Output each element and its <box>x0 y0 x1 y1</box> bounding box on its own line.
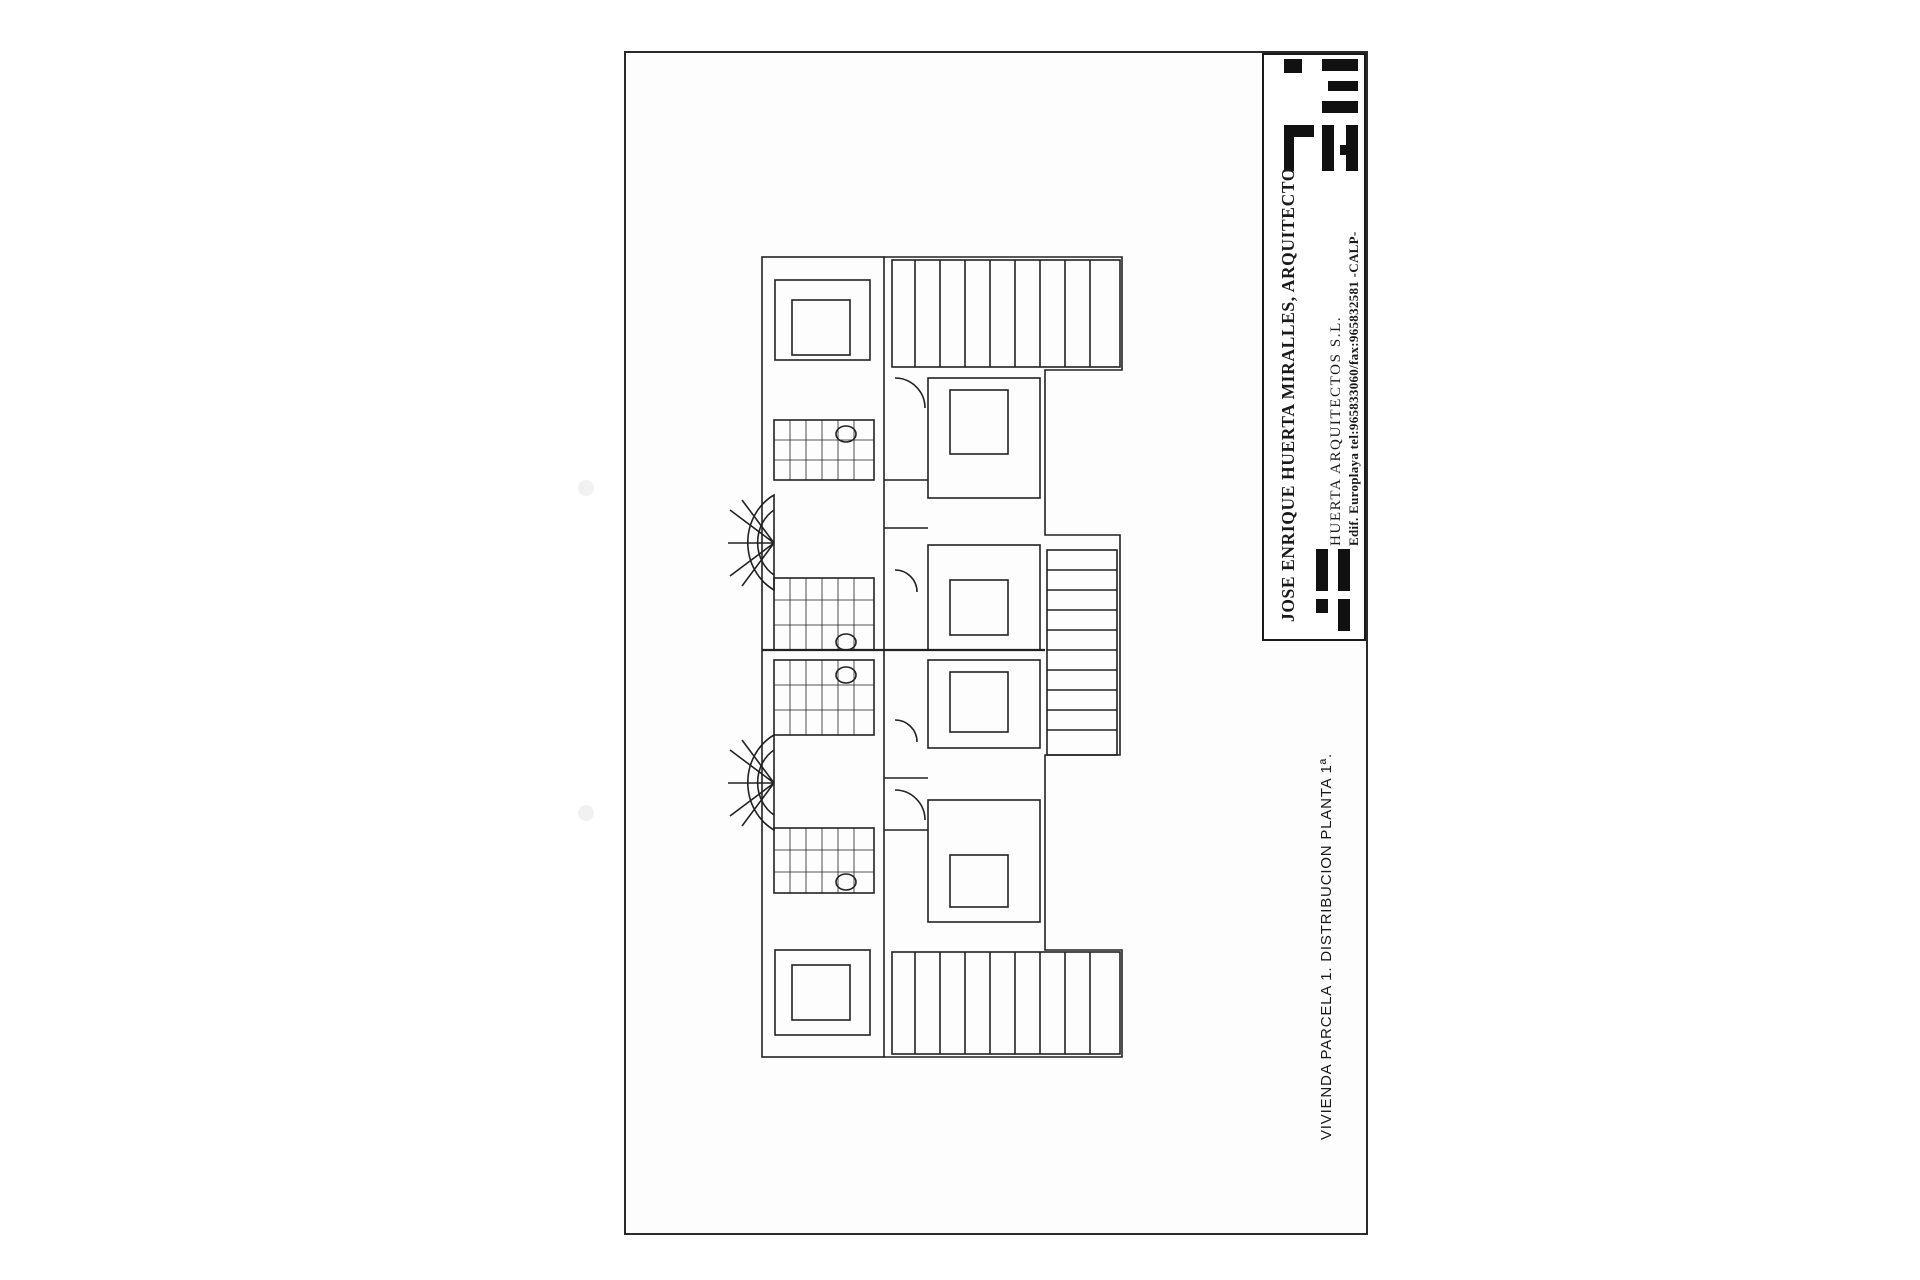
bedroom-4 <box>774 949 871 1036</box>
punch-hole <box>578 805 594 821</box>
architect-name: JOSE ENRIQUE HUERTA MIRALLES, ARQUITECTO <box>1278 167 1298 622</box>
drawing-caption: VIVIENDA PARCELA 1. DISTRIBUCION PLANTA … <box>1318 752 1335 1140</box>
west-wing-outer-wall <box>761 256 885 1058</box>
terrace-top <box>891 259 1121 368</box>
bedroom-3 <box>927 544 1041 651</box>
bathroom-3 <box>773 659 875 736</box>
bathroom-2 <box>773 577 875 651</box>
firm-address: Edif. Europlaya tel:965833060/fax:965832… <box>1346 231 1361 546</box>
bedroom-1 <box>774 279 871 361</box>
bathroom-1 <box>773 419 875 481</box>
bathroom-4 <box>773 827 875 894</box>
drawing-sheet <box>624 51 1368 1235</box>
huerta-logo-icon <box>1316 549 1350 631</box>
bedroom-2 <box>927 377 1041 499</box>
east-wing-outer-wall <box>884 256 1123 1058</box>
title-block <box>1262 53 1366 641</box>
terrace-middle <box>1046 549 1118 756</box>
bedroom-6 <box>927 799 1041 923</box>
spiral-staircase-2 <box>747 733 775 832</box>
punch-hole <box>578 480 594 496</box>
firm-name: HUERTA ARQUITECTOS S.L. <box>1328 315 1344 546</box>
terrace-bottom <box>891 951 1121 1055</box>
spiral-staircase-1 <box>747 493 775 592</box>
huerta-logo-icon <box>1284 59 1358 171</box>
bedroom-5 <box>927 659 1041 749</box>
